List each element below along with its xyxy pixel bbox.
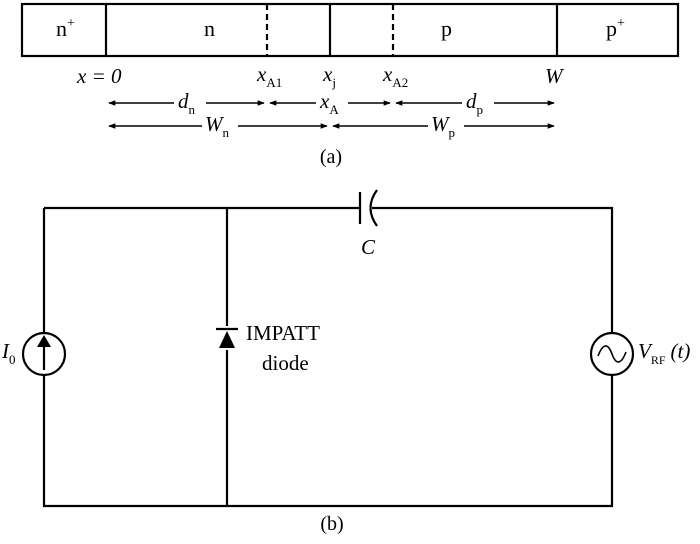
gap-xa [316,90,348,112]
current-source-arrow-head [37,335,51,347]
caption-a: (a) [320,146,342,168]
label-xa: xA [319,89,339,117]
region-p-plus: p+ [606,16,625,41]
label-wp: Wp [431,112,455,140]
diode-structure: n+ n p p+ x = 0 xA1 xj xA2 W dn xA dp Wn… [20,2,680,168]
sine-wave-icon [597,345,627,363]
label-dn: dn [178,89,196,117]
region-n-plus: n+ [56,16,75,41]
gap-wn [202,114,238,136]
voltage-source [589,331,635,377]
wire-bottom [42,374,614,508]
label-xj: xj [322,62,336,90]
wire-top-right [372,206,614,334]
label-xa2: xA2 [382,62,408,90]
label-x0: x = 0 [76,64,122,88]
label-voltage-source: VRF(t) [638,339,690,367]
label-w: W [545,64,565,88]
label-diode-line2: diode [262,351,309,375]
caption-b: (b) [320,513,343,535]
impatt-circuit: C I0 IMPATT diode VRF(t) (b) [1,189,690,535]
label-capacitor: C [361,235,376,259]
diode-triangle [219,331,235,348]
label-xa1: xA1 [256,62,282,90]
label-wn: Wn [205,112,230,140]
gap-wp [428,114,464,136]
capacitor-plate-curved [369,189,378,227]
label-diode-line1: IMPATT [246,321,320,345]
gap-dp [462,90,494,112]
structure-outline [20,2,680,58]
region-p: p [441,16,452,41]
label-current-source: I0 [1,339,16,367]
gap-dn [174,90,206,112]
current-source [21,331,67,377]
label-dp: dp [466,89,483,117]
region-n: n [204,16,215,41]
